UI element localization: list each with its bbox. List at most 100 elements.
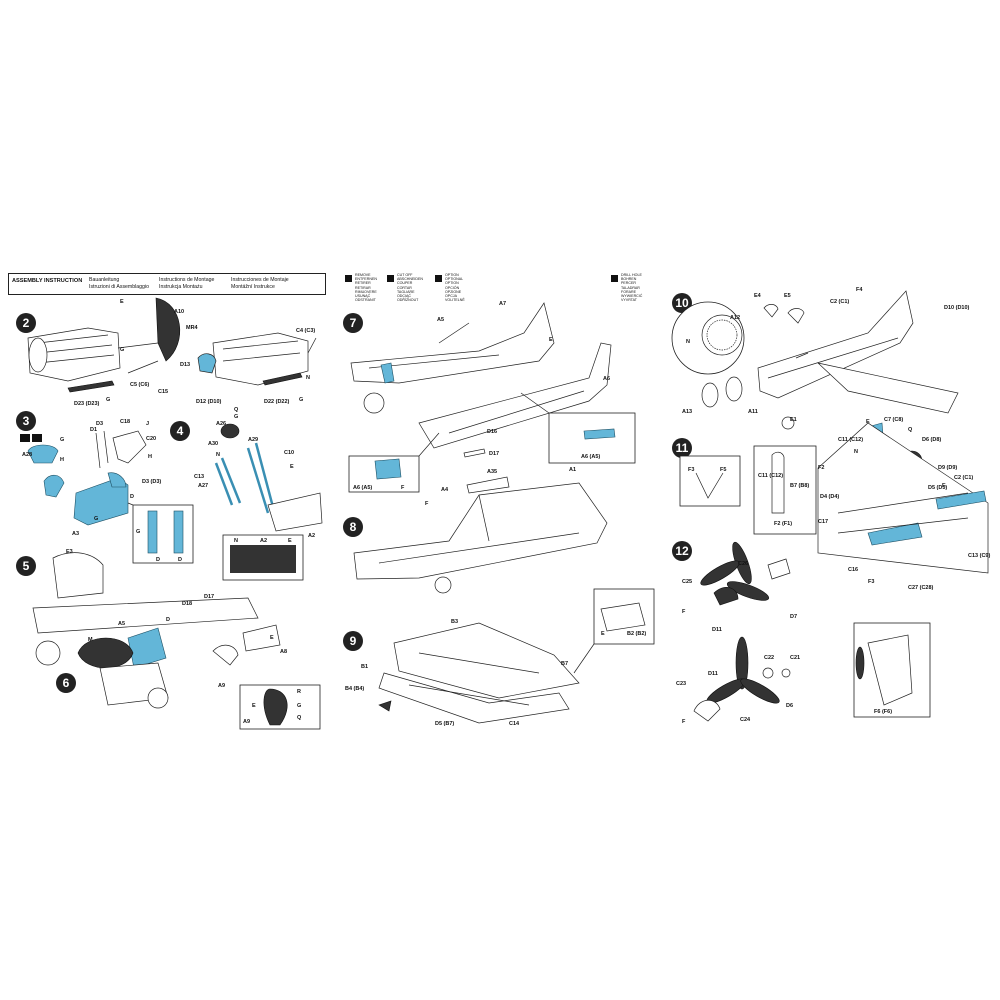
part-label: B4 (B4) (345, 686, 364, 692)
part-label: F5 (720, 467, 726, 473)
part-label: A10 (174, 309, 184, 315)
part-label: A9 (218, 683, 225, 689)
part-label: C13 (C9) (968, 553, 990, 559)
legend-text: ODŘÍZNOUT (397, 298, 419, 303)
part-label: F4 (856, 287, 863, 293)
part-label: A13 (682, 409, 692, 415)
legend-text: OPZIONE (445, 289, 462, 294)
part-label: D5 (B7) (435, 721, 454, 727)
legend-col2: CUT OFF ABSCHNEIDEN COUPER CORTAR TAGLIA… (397, 273, 423, 302)
step-2-6-drawings: E A10 MR4 C4 (C3) G C5 (C6) D13 D23 (D23… (20, 297, 323, 730)
lang-es: Instrucciones de Montaje (231, 277, 289, 283)
part-label: G (120, 347, 124, 353)
part-label: N (216, 452, 220, 458)
part-label: D1 (90, 427, 97, 433)
part-label: A35 (487, 469, 497, 475)
part-label: F (682, 719, 686, 725)
remove-icon (345, 275, 352, 282)
part-label: J (146, 421, 149, 427)
step-number: 7 (343, 313, 363, 333)
part-label: F2 (818, 465, 824, 471)
part-label: A3 (72, 531, 79, 537)
part-label: N (686, 339, 690, 345)
part-label: C26 (738, 561, 748, 567)
engine-assembly-drawing (27, 297, 317, 393)
part-label: G (299, 397, 303, 403)
part-label: D (130, 494, 134, 500)
part-label: G (60, 437, 64, 443)
legend-text: CUT OFF (397, 273, 413, 277)
part-label: E (942, 483, 946, 489)
part-label: D18 (182, 601, 192, 607)
part-label: D23 (D23) (74, 401, 100, 407)
part-label: M (88, 637, 93, 643)
part-label: D16 (487, 429, 497, 435)
part-label: C27 (C28) (908, 585, 934, 591)
legend-col1: REMOVE ENTFERNEN RETIRER RETIRAR RIMUOVE… (355, 273, 377, 302)
header-title: ASSEMBLY INSTRUCTION (12, 278, 83, 284)
step-10-12-drawings: A12 N E4 E5 C2 (C1) F4 D10 (D10) A13 A11… (671, 287, 990, 725)
part-label: N (306, 375, 310, 381)
part-label: D5 (D5) (928, 485, 947, 491)
fuselage-engine-drawing (32, 552, 321, 730)
part-label: F3 (688, 467, 694, 473)
fuselage-halves-drawing (348, 302, 636, 493)
part-label: D11 (712, 627, 722, 633)
part-label: MR4 (186, 325, 199, 331)
part-label: F6 (F6) (874, 709, 892, 715)
part-label: A4 (441, 487, 449, 493)
part-label: A9 (243, 719, 250, 725)
part-label: A8 (280, 649, 287, 655)
part-label: D22 (D22) (264, 399, 290, 405)
part-label: B3 (451, 619, 458, 625)
part-label: C16 (848, 567, 858, 573)
legend-text: CORTAR (397, 285, 412, 290)
part-label: N (854, 449, 858, 455)
step-number: 9 (343, 631, 363, 651)
part-label: A12 (730, 315, 740, 321)
step-number: 3 (16, 411, 36, 431)
part-label: D11 (708, 671, 718, 677)
part-callouts: E A10 MR4 C4 (C3) G C5 (C6) D13 D23 (D23… (22, 299, 315, 725)
lang-fr: Instructions de Montage (159, 277, 215, 283)
legend-text: PERCER (621, 281, 636, 286)
part-label: A5 (437, 317, 444, 323)
legend-text: COUPER (397, 281, 413, 286)
part-label: C18 (120, 419, 130, 425)
canopy-wing-detail-drawing (679, 422, 989, 574)
part-label: C2 (C1) (830, 299, 849, 305)
part-label: Q (908, 427, 913, 433)
part-label: Q (297, 715, 302, 721)
legend-text: ODCIĄĆ (397, 294, 411, 299)
part-label: C13 (194, 474, 204, 480)
part-label: C25 (682, 579, 692, 585)
part-label: E (866, 419, 870, 425)
part-label: G (297, 703, 301, 709)
part-label: D10 (D10) (944, 305, 970, 311)
part-label: A6 (A5) (581, 454, 600, 460)
part-label: A2 (260, 538, 267, 544)
part-label: F (425, 501, 429, 507)
part-label: D (156, 557, 160, 563)
part-label: A7 (499, 301, 506, 307)
part-label: C17 (818, 519, 828, 525)
part-label: D (178, 557, 182, 563)
legend-text: OPCIÓN (445, 285, 460, 290)
part-label: A26 (216, 421, 226, 427)
legend-text: REMOVE (355, 273, 371, 277)
part-label: C4 (C3) (296, 328, 315, 334)
part-label: E (290, 464, 294, 470)
part-label: E1 (790, 417, 797, 423)
part-label: A6 (603, 376, 610, 382)
legend-text: WYWIERCIĆ (621, 294, 643, 299)
legend-col4: DRILL HOLE BOHREN PERCER TALADRAR FORARE… (621, 273, 642, 302)
part-label: H (148, 454, 152, 460)
part-label: F (682, 609, 686, 615)
legend-text: ODSTRANIT (355, 298, 376, 303)
part-label: C20 (146, 436, 156, 442)
part-label: C24 (740, 717, 751, 723)
part-label: C2 (C1) (954, 475, 973, 481)
legend-text: ENTFERNEN (355, 277, 377, 282)
part-label: A27 (198, 483, 208, 489)
legend-col3: OPTION OPTIONAL OPTION OPCIÓN OPZIONE OP… (445, 273, 465, 302)
